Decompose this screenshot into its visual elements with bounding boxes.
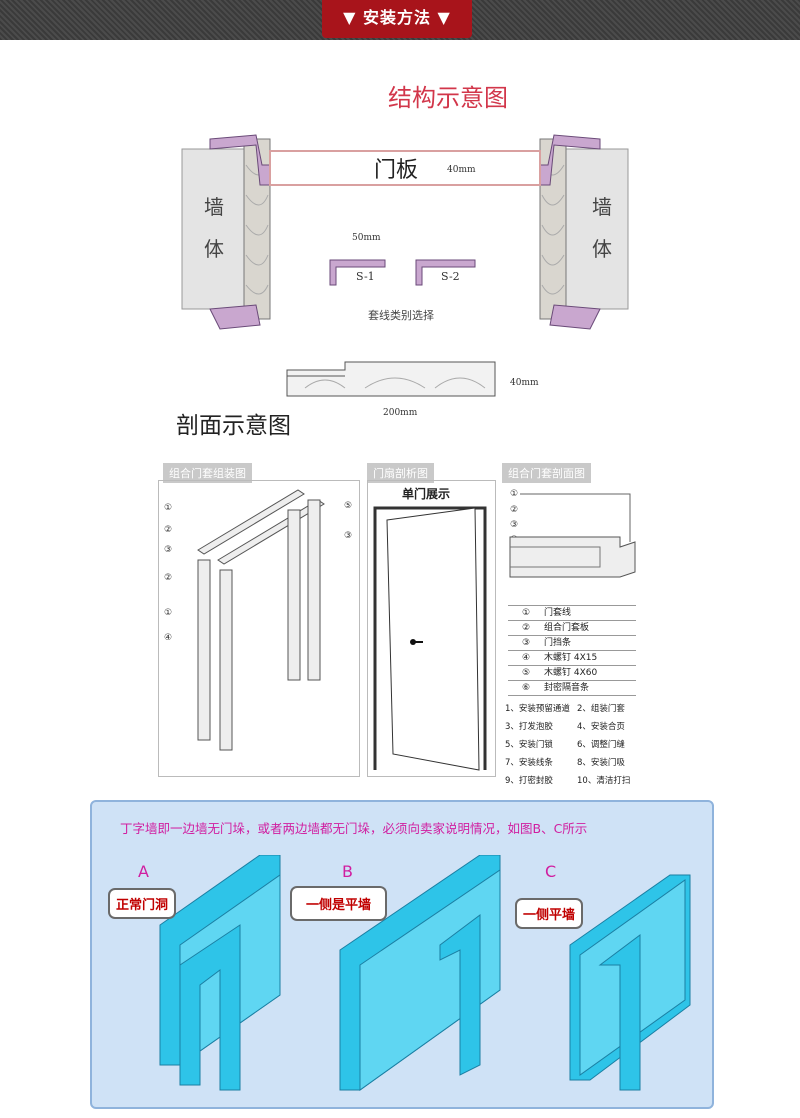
assembly-num-4: ② <box>164 573 172 583</box>
label-c: C <box>545 862 557 881</box>
assembly-num-8: ③ <box>344 531 352 541</box>
assembly-panel <box>158 480 360 777</box>
label-a: A <box>138 862 149 881</box>
dim-50-label: 50mm <box>352 233 381 243</box>
casing-choice-label: 套线类别选择 <box>368 309 434 322</box>
door-panel <box>269 150 541 186</box>
bubble-c: 一侧平墙 <box>515 898 584 929</box>
section-num-2: ② <box>510 505 518 515</box>
assembly-num-1: ① <box>164 503 172 513</box>
casing-s2 <box>415 259 476 286</box>
wall-illustrations <box>159 855 691 1091</box>
assembly-panel-title: 组合门套组装图 <box>163 463 252 483</box>
bubble-b: 一侧是平墙 <box>290 886 388 921</box>
door-leaf-caption: 单门展示 <box>402 487 451 501</box>
structure-diagram <box>181 134 629 330</box>
notice-text: 丁字墙即一边墙无门垛，或者两边墙都无门垛，必须向卖家说明情况，如图B、C所示 <box>120 821 588 836</box>
structure-title: 结构示意图 <box>388 84 508 112</box>
right-wall-label: 墙体 <box>592 195 612 261</box>
section-dim-200: 200mm <box>383 408 418 418</box>
section-panel-title: 组合门套剖面图 <box>502 463 591 483</box>
section-num-1: ① <box>510 489 518 499</box>
wall-a <box>159 855 281 1091</box>
section-title: 剖面示意图 <box>176 413 291 439</box>
left-bottom-casing <box>209 304 261 330</box>
section-panel-drawing: ① ② ③ ⑥ <box>509 489 636 578</box>
assembly-num-3: ③ <box>164 545 172 555</box>
bubble-a: 正常门洞 <box>108 888 177 919</box>
section-dim-40: 40mm <box>510 378 539 388</box>
s1-label: S-1 <box>356 270 375 283</box>
assembly-num-5: ① <box>164 608 172 618</box>
wall-c <box>569 874 691 1091</box>
section-diagram <box>286 361 496 397</box>
left-wall <box>181 148 245 310</box>
casing-s1 <box>329 259 386 286</box>
wall-b <box>339 855 501 1091</box>
door-leaf-panel-title: 门扇剖析图 <box>367 463 434 483</box>
section-num-3: ③ <box>510 520 518 530</box>
assembly-num-7: ⑤ <box>344 501 352 511</box>
s2-label: S-2 <box>441 270 460 283</box>
assembly-num-2: ② <box>164 525 172 535</box>
right-bottom-casing <box>549 304 601 330</box>
assembly-drawing: ① ② ③ ② ① ④ ⑤ ③ <box>164 489 352 751</box>
door-leaf-panel <box>367 480 496 777</box>
left-wall-label: 墙体 <box>204 195 224 261</box>
banner-title: ▼ 安装方法 ▼ <box>322 0 472 38</box>
dim-40-label: 40mm <box>447 165 476 175</box>
door-panel-label: 门板 <box>374 158 419 183</box>
door-leaf-drawing <box>373 506 487 771</box>
assembly-num-6: ④ <box>164 633 172 643</box>
label-b: B <box>342 862 353 881</box>
